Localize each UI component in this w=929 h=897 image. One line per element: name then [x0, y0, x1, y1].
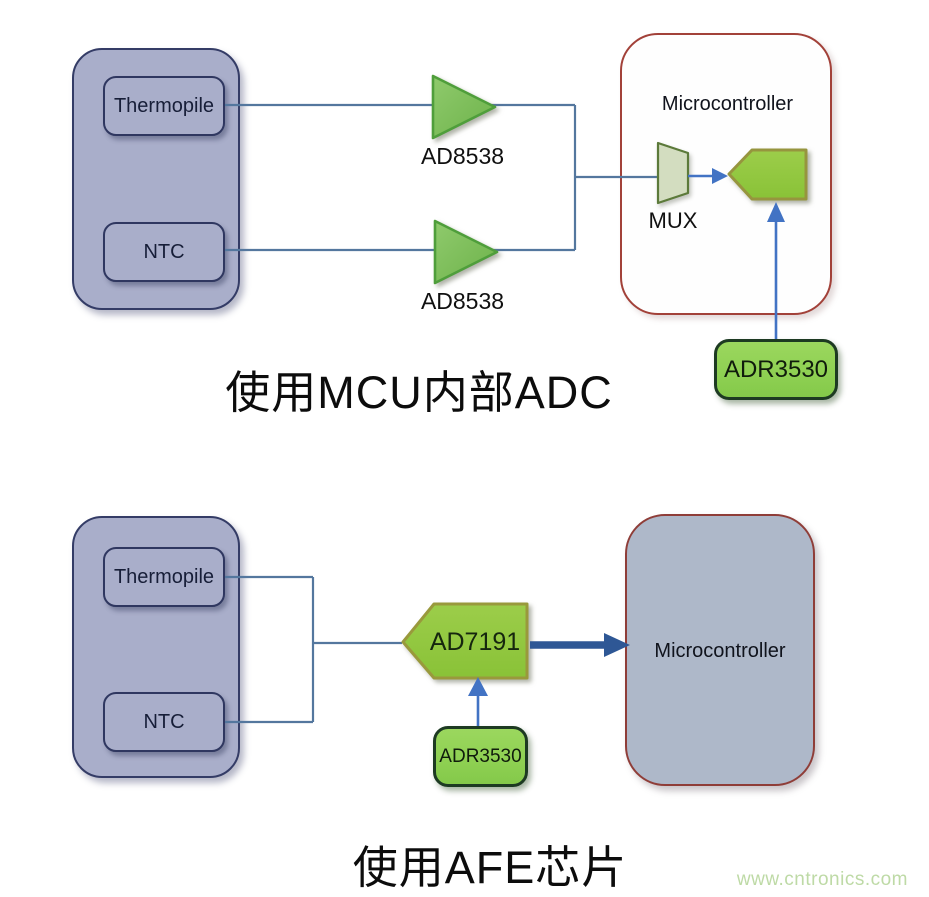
thermopile-label: Thermopile — [113, 94, 215, 117]
mux-trapezoid — [656, 141, 690, 205]
mux-to-adc-arrowhead — [712, 168, 728, 184]
microcontroller-label-bottom: Microcontroller — [654, 640, 786, 662]
vref-arrowhead-top — [767, 202, 785, 222]
adr3530-label-bottom: ADR3530 — [439, 745, 522, 767]
adr3530-label-top: ADR3530 — [723, 355, 829, 383]
adr3530-box-top: ADR3530 — [714, 339, 838, 400]
thermopile-box-bottom: Thermopile — [103, 547, 225, 607]
afe-adc-label: AD7191 — [429, 628, 521, 656]
watermark: www.cntronics.com — [736, 869, 908, 890]
sensor-to-mux-wires — [225, 103, 657, 252]
thermopile-label: Thermopile — [113, 565, 215, 588]
amplifier-triangle-1 — [431, 74, 497, 140]
adc-pentagon-top — [727, 148, 808, 201]
afe-to-mcu-arrowhead — [604, 633, 630, 657]
ntc-label: NTC — [143, 710, 185, 733]
thermopile-box-top: Thermopile — [103, 76, 225, 136]
microcontroller-box-bottom — [625, 514, 815, 786]
ntc-label: NTC — [143, 240, 185, 263]
vref-arrowhead-bottom — [468, 677, 488, 696]
ntc-box-bottom: NTC — [103, 692, 225, 752]
amplifier-label-1: AD8538 — [420, 143, 505, 169]
afe-pentagon — [401, 602, 529, 680]
microcontroller-label-top: Microcontroller — [661, 93, 794, 115]
diagram2-title: 使用AFE芯片 — [352, 842, 628, 893]
amplifier-triangle-2 — [433, 219, 499, 285]
mux-label: MUX — [648, 208, 698, 233]
amplifier-label-2: AD8538 — [420, 288, 505, 314]
ntc-box-top: NTC — [103, 222, 225, 282]
diagram1-title: 使用MCU内部ADC — [225, 367, 613, 418]
adr3530-box-bottom: ADR3530 — [433, 726, 528, 787]
sensor-to-afe-wires — [225, 575, 402, 724]
